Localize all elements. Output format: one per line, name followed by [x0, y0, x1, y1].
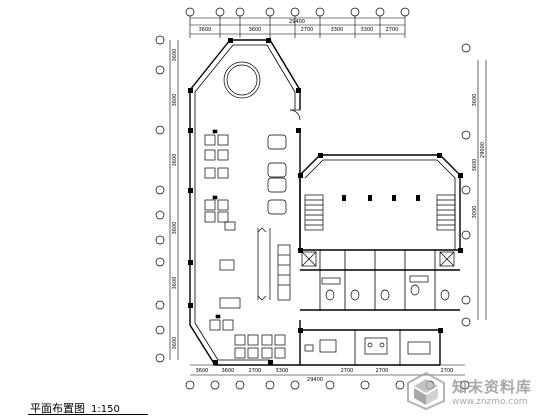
- dining-tables: [204, 129, 291, 359]
- left-axis-grid: 3600 3600 3600 3600 3600 3600: [155, 35, 179, 363]
- bottom-dim-5: 2700: [341, 368, 354, 374]
- top-dim-1: 3600: [199, 27, 212, 33]
- round-skylight: [223, 61, 261, 99]
- top-dim-2: 3600: [249, 27, 262, 33]
- left-dim-4: 3600: [172, 222, 178, 235]
- top-axis-grid: 3600 3600 2700 3300 3300 2700 29400: [185, 7, 410, 38]
- right-axis-grid: 3600 3600 3000 29000: [461, 43, 487, 327]
- top-dim-6: 2700: [386, 27, 399, 33]
- watermark-url: www.znzmo.com: [452, 396, 528, 407]
- watermark: 知末资料库 www.znzmo.com: [406, 366, 556, 416]
- watermark-brand: 知末资料库: [452, 377, 533, 396]
- drawing-title-block: 平面布置图 1:150: [30, 400, 120, 416]
- right-dim-2: 3600: [472, 159, 478, 172]
- right-wing-walls: [298, 153, 463, 366]
- left-dim-1: 3600: [172, 49, 178, 62]
- bottom-dim-6: 2700: [376, 368, 389, 374]
- drawing-scale: 1:150: [91, 404, 120, 415]
- znzmo-logo-icon: [407, 371, 445, 411]
- right-dim-total: 29000: [480, 142, 486, 158]
- left-dim-5: 3600: [172, 277, 178, 290]
- bottom-dim-4: 3300: [276, 368, 289, 374]
- top-dim-4: 3300: [331, 27, 344, 33]
- bottom-dim-3: 2700: [249, 368, 262, 374]
- right-dim-3: 3000: [472, 206, 478, 219]
- title-underline: [28, 414, 148, 415]
- bottom-dim-total: 29400: [307, 377, 323, 383]
- top-dim-3: 2700: [301, 27, 314, 33]
- left-dim-6: 3600: [172, 337, 178, 350]
- left-dim-2: 3600: [172, 94, 178, 107]
- bottom-dim-1: 3600: [196, 368, 209, 374]
- right-dim-1: 3600: [472, 94, 478, 107]
- top-dim-total: 29400: [289, 19, 305, 25]
- left-dim-3: 3600: [172, 154, 178, 167]
- top-dim-5: 3300: [361, 27, 374, 33]
- bottom-dim-2: 3600: [222, 368, 235, 374]
- bottom-dim-7: 2700: [441, 368, 454, 374]
- drawing-title: 平面布置图: [30, 402, 85, 415]
